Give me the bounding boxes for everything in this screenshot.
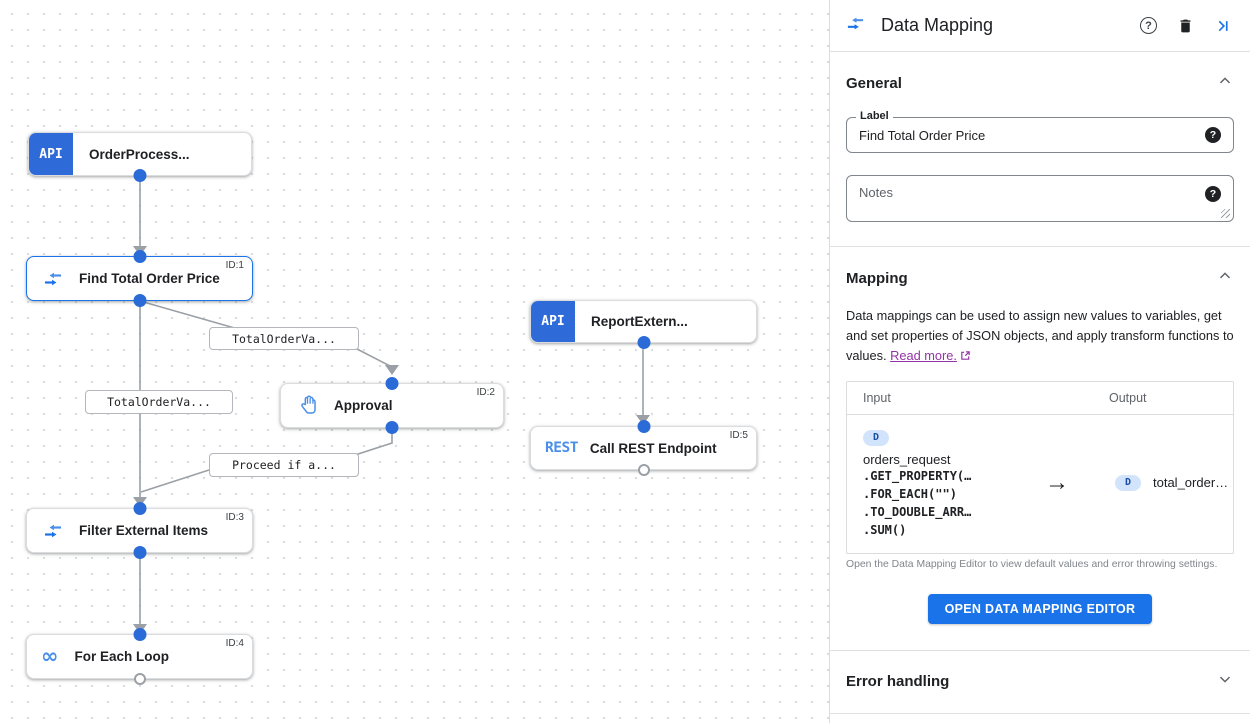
label-field[interactable]: Label Find Total Order Price ? [846, 110, 1234, 153]
chevron-up-icon[interactable] [1216, 72, 1234, 95]
port-top[interactable] [133, 628, 146, 641]
node-label: Approval [334, 398, 393, 413]
input-variable-name: orders_request [863, 451, 951, 467]
collapse-panel-icon[interactable] [1214, 17, 1232, 35]
resize-grip[interactable] [1221, 209, 1230, 218]
data-mapping-icon [846, 14, 865, 38]
port-top[interactable] [133, 502, 146, 515]
mapping-description-text: Data mappings can be used to assign new … [846, 308, 1234, 363]
output-column-header: Output [1109, 391, 1147, 405]
node-label: Find Total Order Price [79, 271, 220, 286]
edge-label-text: TotalOrderVa... [107, 395, 211, 409]
rest-task-badge: REST [545, 440, 578, 456]
node-call-rest-endpoint[interactable]: REST Call REST Endpoint ID:5 [530, 420, 757, 476]
node-id-badge: ID:5 [729, 430, 748, 441]
node-label: Filter External Items [79, 523, 209, 538]
panel-title: Data Mapping [881, 15, 994, 35]
api-trigger-badge: API [531, 301, 575, 342]
node-for-each-loop[interactable]: ∞ For Each Loop ID:4 [26, 628, 253, 685]
help-icon[interactable]: ? [1205, 186, 1221, 202]
port-top[interactable] [385, 377, 399, 390]
edge-label-total-order-left[interactable]: TotalOrderVa... [85, 390, 233, 414]
mapping-arrow-icon: → [1045, 468, 1069, 496]
input-column-header: Input [863, 391, 891, 405]
port-bottom[interactable] [133, 294, 146, 307]
section-divider [830, 649, 1250, 651]
port-bottom[interactable] [133, 546, 146, 559]
read-more-link[interactable]: Read more. [890, 348, 957, 363]
input-expression-line: .TO_DOUBLE_ARR… [863, 504, 972, 519]
mapping-description: Data mappings can be used to assign new … [846, 306, 1238, 367]
external-link-icon [960, 347, 971, 367]
general-section: General Label Find Total Order Price ? N… [830, 52, 1250, 246]
input-expression-line: .FOR_EACH("") [863, 486, 957, 501]
port-top[interactable] [637, 420, 650, 433]
node-id-badge: ID:2 [476, 387, 495, 398]
node-filter-external-items[interactable]: Filter External Items ID:3 [26, 502, 253, 559]
delete-icon[interactable] [1177, 17, 1194, 35]
general-section-title: General [846, 75, 902, 92]
api-trigger-badge: API [29, 133, 73, 175]
edge-findtotal-approval-b [356, 348, 393, 368]
help-icon[interactable]: ? [1140, 17, 1157, 34]
input-expression-line: .GET_PROPERTY(… [863, 468, 972, 483]
port-top[interactable] [133, 250, 146, 263]
node-find-total-order-price[interactable]: Find Total Order Price ID:1 [26, 250, 253, 307]
node-id-badge: ID:1 [225, 260, 244, 271]
open-data-mapping-editor-button[interactable]: OPEN DATA MAPPING EDITOR [927, 593, 1153, 624]
help-icon[interactable]: ? [1205, 127, 1221, 143]
port-bottom[interactable] [133, 169, 147, 182]
edge-layer [133, 176, 650, 634]
node-approval[interactable]: Approval ID:2 [280, 377, 504, 434]
node-label: For Each Loop [74, 649, 170, 664]
node-id-badge: ID:3 [225, 512, 244, 523]
node-report-extern-trigger[interactable]: API ReportExtern... [530, 300, 757, 349]
port-bottom[interactable] [385, 421, 399, 434]
mapping-section: Mapping Data mappings can be used to ass… [830, 247, 1250, 650]
notes-field[interactable]: Notes ? [846, 175, 1234, 222]
mapping-hint-text: Open the Data Mapping Editor to view def… [846, 558, 1218, 570]
mapping-section-title: Mapping [846, 270, 908, 287]
data-mapping-icon [43, 269, 63, 289]
port-bottom[interactable] [637, 336, 650, 349]
output-variable-name: total_order… [1153, 475, 1229, 491]
label-field-value: Find Total Order Price [859, 127, 986, 143]
label-field-label: Label [856, 110, 893, 122]
data-mapping-icon [43, 521, 63, 541]
edge-label-total-order-right[interactable]: TotalOrderVa... [209, 327, 359, 350]
edge-label-proceed-if[interactable]: Proceed if a... [209, 453, 359, 477]
node-id-badge: ID:4 [225, 638, 244, 649]
approval-hand-icon [297, 395, 318, 416]
panel-header: Data Mapping ? [830, 0, 1250, 52]
port-bottom[interactable] [637, 464, 650, 476]
edge-approval-filter-b [140, 469, 210, 493]
node-order-process-trigger[interactable]: API OrderProcess... [28, 132, 252, 182]
workflow-canvas[interactable]: TotalOrderVa... TotalOrderVa... Proceed … [0, 0, 830, 723]
section-divider [830, 712, 1250, 714]
node-label: ReportExtern... [591, 314, 688, 329]
chevron-up-icon[interactable] [1216, 267, 1234, 290]
error-handling-title: Error handling [846, 673, 950, 690]
edge-label-text: TotalOrderVa... [232, 331, 336, 346]
input-expression-line: .SUM() [863, 522, 907, 537]
datatype-badge: D [1115, 474, 1141, 491]
mapping-table: Input Output D orders_request .GET_PROPE… [846, 381, 1234, 554]
node-label: OrderProcess... [89, 146, 190, 162]
error-handling-section[interactable]: Error handling [830, 651, 1250, 713]
mapping-input-cell: D orders_request .GET_PROPERTY(… .FOR_EA… [863, 427, 1015, 539]
for-each-loop-icon: ∞ [41, 644, 59, 668]
config-panel: Data Mapping ? General [830, 0, 1250, 723]
node-label: Call REST Endpoint [589, 440, 717, 456]
notes-placeholder: Notes [859, 185, 893, 200]
edge-label-text: Proceed if a... [232, 458, 336, 472]
section-divider [830, 246, 1250, 247]
mapping-row[interactable]: D orders_request .GET_PROPERTY(… .FOR_EA… [847, 415, 1233, 553]
mapping-output-cell: D total_order… [1099, 427, 1233, 539]
port-bottom[interactable] [133, 673, 146, 685]
datatype-badge: D [863, 429, 889, 446]
chevron-down-icon[interactable] [1216, 670, 1234, 693]
edge-approval-proceed-a [351, 428, 393, 457]
